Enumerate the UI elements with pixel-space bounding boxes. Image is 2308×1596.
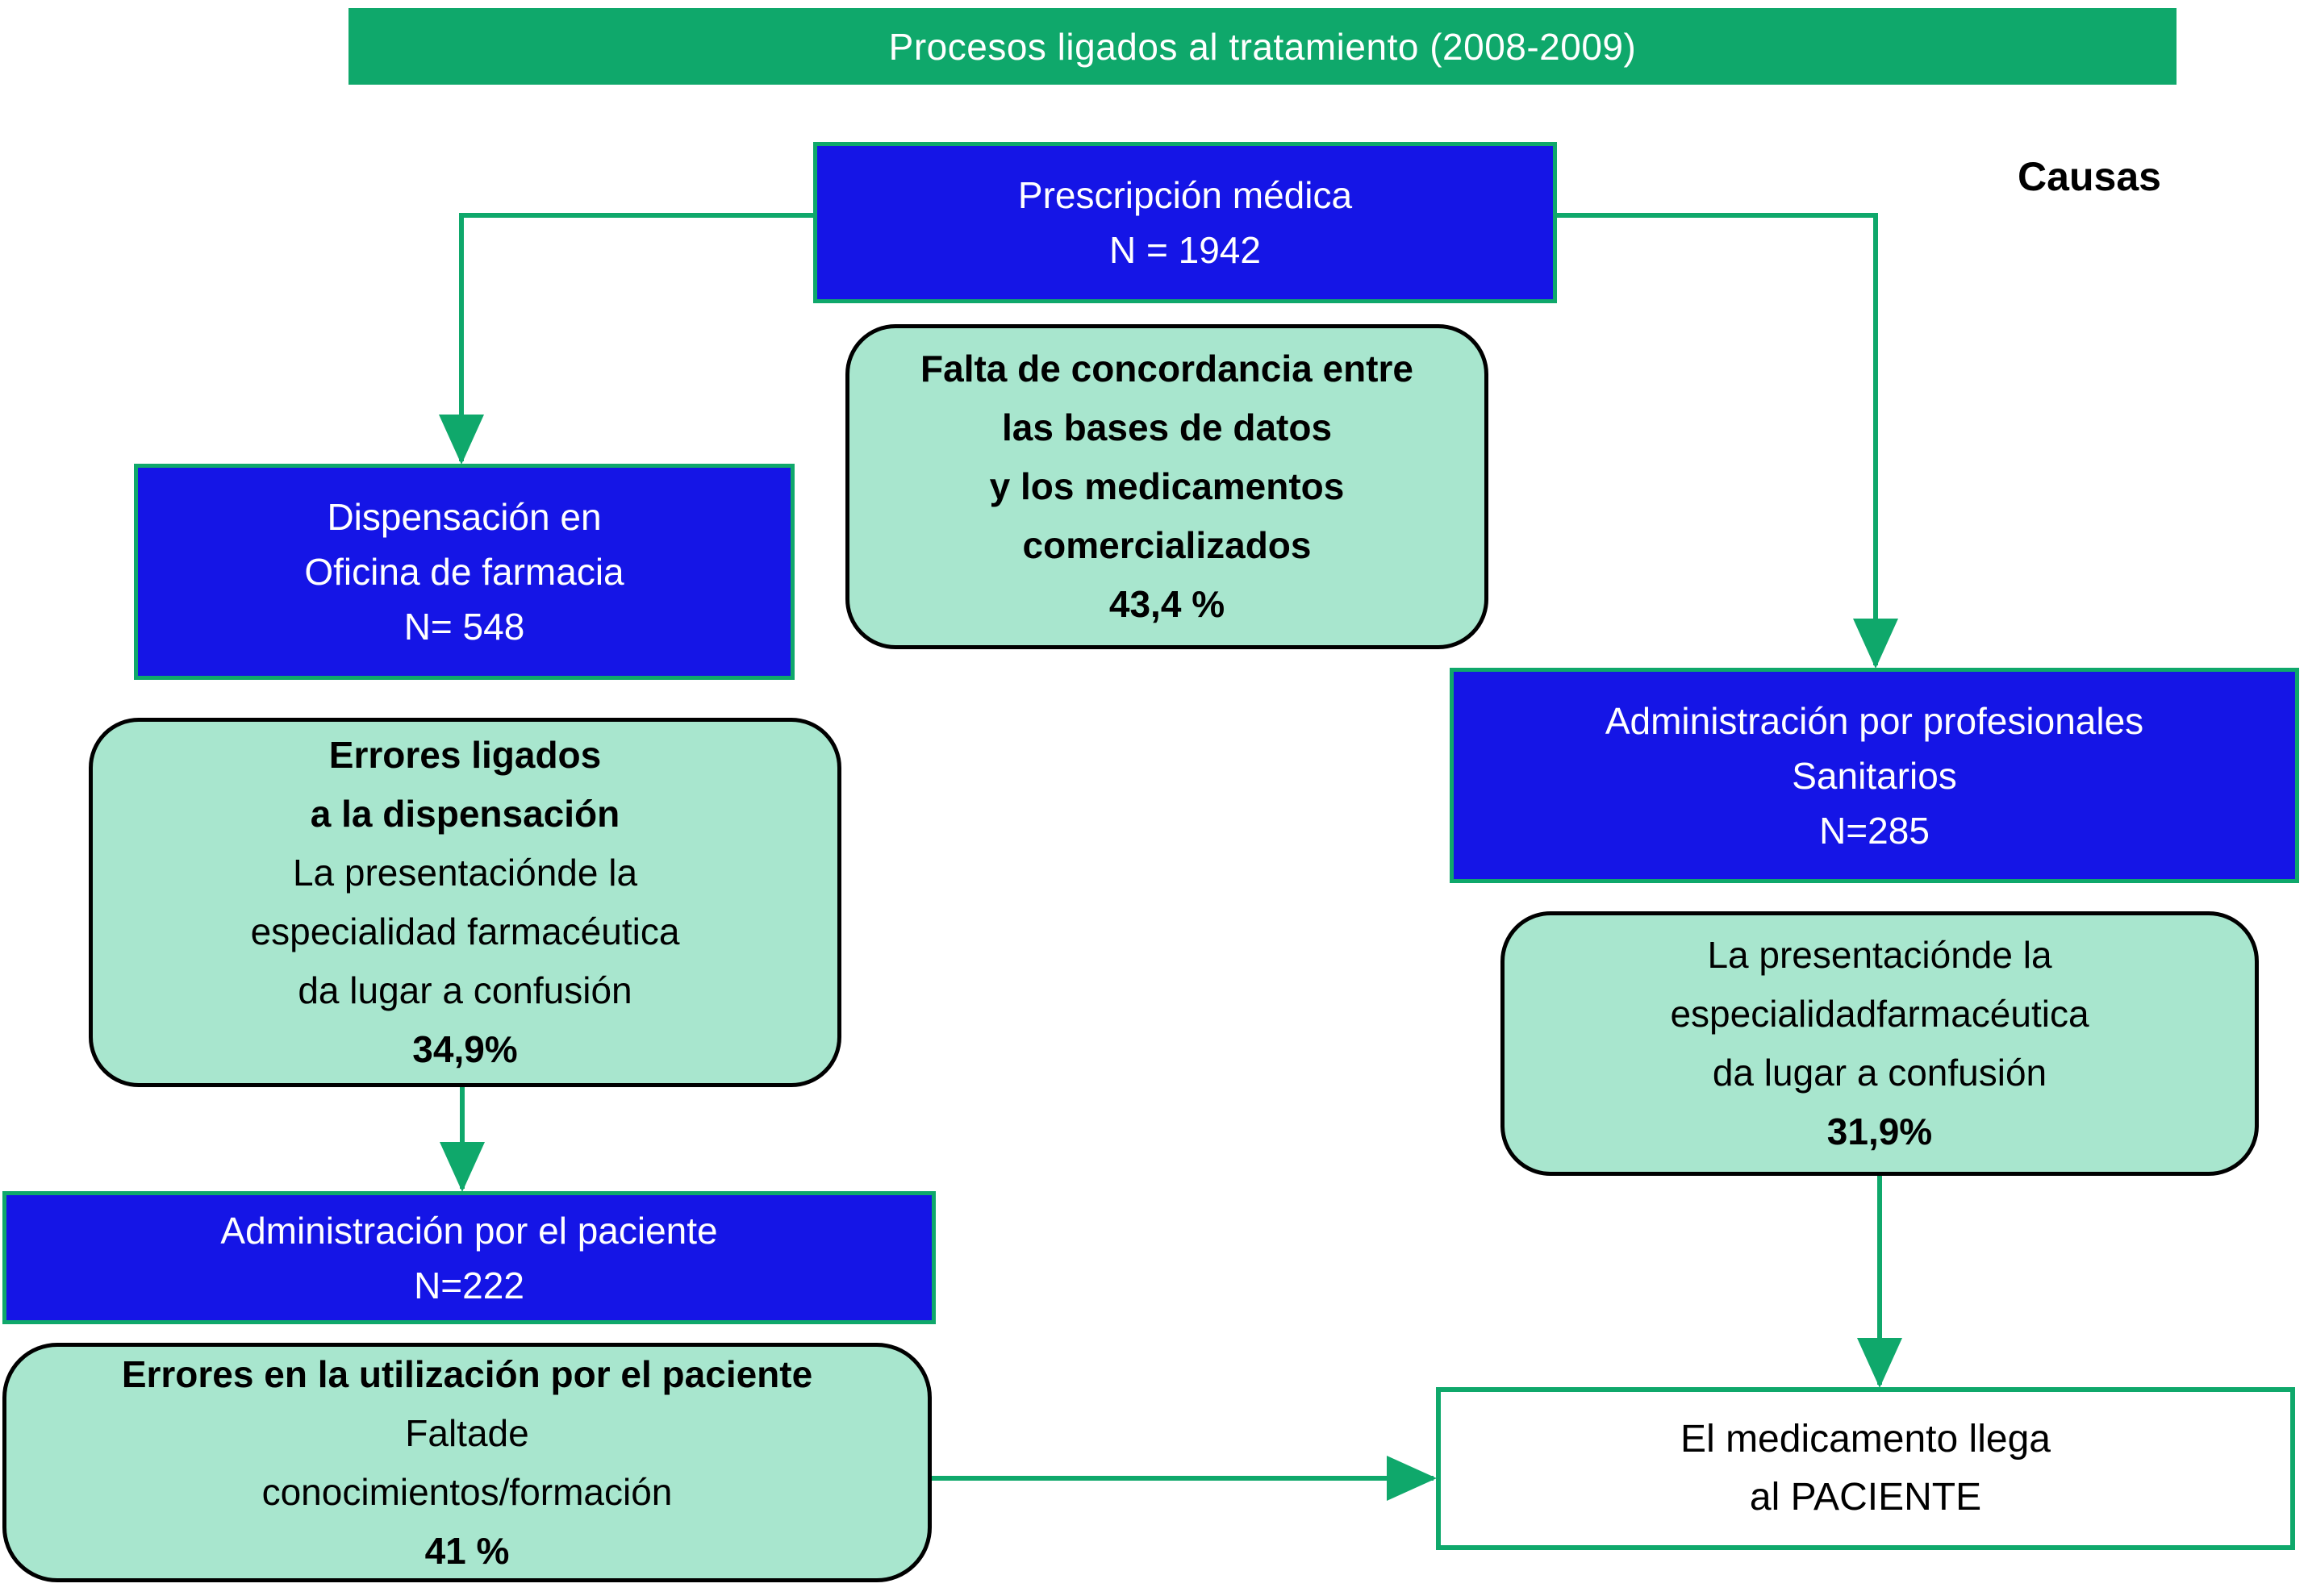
title-banner: Procesos ligados al tratamiento (2008-20… [348,8,2177,85]
percentage-value: 34,9% [412,1028,518,1070]
errores-utilizacion-box: Errores en la utilización por el pacient… [2,1343,932,1582]
box-line: Administración por el paciente [220,1209,718,1252]
percentage-value: 43,4 % [1108,583,1225,625]
box-line: y los medicamentos [989,465,1345,507]
presentacion-confusion-box: La presentaciónde la especialidadfarmacé… [1500,911,2259,1176]
percentage-value: 31,9% [1826,1111,1933,1152]
box-line: El medicamento llega [1680,1418,2051,1461]
box-line: Dispensación en [327,496,602,538]
errores-dispensacion-box: Errores ligados a la dispensación La pre… [89,718,841,1087]
medicamento-paciente-box: El medicamento llega al PACIENTE [1436,1387,2295,1550]
box-line: Sanitarios [1792,754,1957,797]
box-line: conocimientos/formación [261,1470,673,1513]
box-line: las bases de datos [1001,406,1333,448]
box-line: a la dispensación [310,793,620,835]
box-line: especialidad farmacéutica [250,911,680,952]
box-line: Errores en la utilización por el pacient… [121,1352,813,1395]
box-line: N=285 [1819,809,1930,852]
box-line: N=222 [414,1264,524,1306]
box-line: Prescripción médica [1017,174,1353,216]
box-line: al PACIENTE [1749,1476,1982,1519]
box-line: La presentaciónde la [292,852,638,894]
administracion-profesionales-box: Administración por profesionales Sanitar… [1450,668,2299,883]
box-line: da lugar a confusión [1712,1052,2047,1094]
box-line: N = 1942 [1109,229,1261,271]
box-line: da lugar a confusión [298,969,632,1011]
causas-label: Causas [2018,154,2161,199]
box-line: especialidadfarmacéutica [1670,993,2089,1035]
box-line: Falta de concordancia entre [920,348,1413,390]
box-line: N= 548 [403,606,525,648]
box-line: Oficina de farmacia [304,551,624,593]
prescripcion-medica-box: Prescripción médica N = 1942 [813,142,1557,303]
dispensacion-farmacia-box: Dispensación en Oficina de farmacia N= 5… [134,464,795,680]
edge-prescripcion-dispensacion [439,213,813,465]
edge-prescripcion-admin-profesionales [1557,213,1898,669]
box-line: Administración por profesionales [1605,699,2144,742]
falta-concordancia-box: Falta de concordancia entre las bases de… [845,324,1488,649]
box-line: La presentaciónde la [1707,934,2052,976]
administracion-paciente-box: Administración por el paciente N=222 [2,1191,936,1324]
box-line: Faltade [405,1411,529,1454]
box-line: Errores ligados [328,734,602,776]
box-line: comercializados [1022,524,1312,566]
percentage-value: 41 % [424,1529,510,1572]
